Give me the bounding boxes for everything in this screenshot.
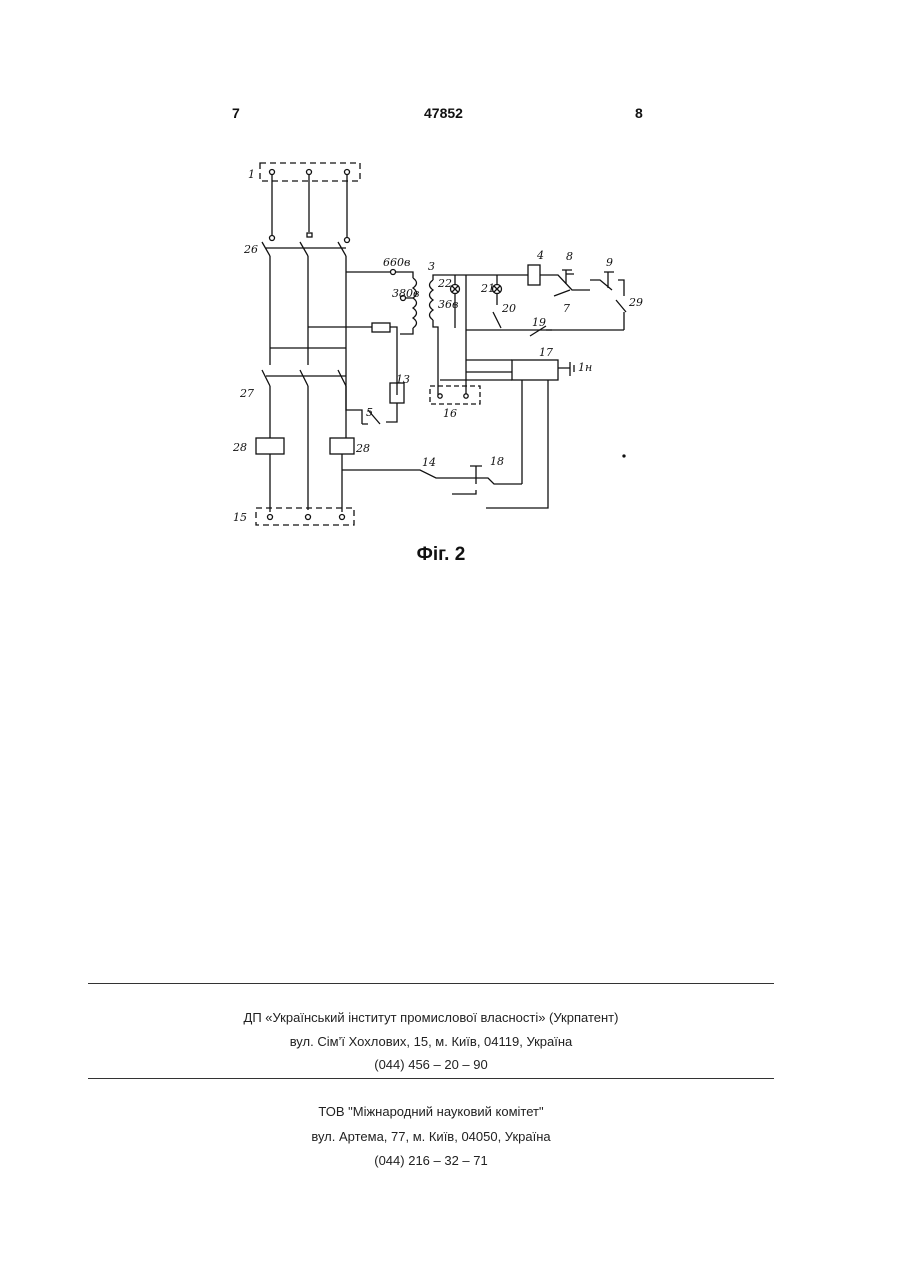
label-8: 8 (566, 250, 573, 263)
label-29: 29 (628, 296, 643, 309)
terminal (464, 394, 468, 398)
label-22: 22 (437, 277, 452, 290)
terminal (270, 170, 275, 175)
divider (88, 1078, 774, 1079)
label-26: 26 (243, 243, 258, 256)
wire (540, 275, 590, 290)
label-5: 5 (366, 406, 373, 419)
label-380v: 380в (392, 287, 419, 300)
fuse (372, 323, 390, 332)
label-20: 20 (501, 302, 516, 315)
circuit-schematic: 1 26 3 660в 380в 22 36в 21 20 4 8 7 9 29… (220, 155, 660, 535)
coil-28-left (256, 438, 284, 454)
relay-block-17 (512, 360, 558, 380)
label-21: 21 (480, 282, 495, 295)
breaker-27 (262, 370, 346, 386)
stray-dot (623, 455, 625, 457)
wire (433, 275, 466, 395)
footer-org1-phone: (044) 456 – 20 – 90 (0, 1057, 862, 1072)
terminal (307, 170, 312, 175)
pushbutton-18 (470, 466, 522, 484)
label-16: 16 (443, 407, 457, 420)
footer-org2-name: ТОВ "Міжнародний науковий комітет" (0, 1104, 862, 1119)
label-1n: 1н (578, 361, 592, 374)
footer-org1-name: ДП «Український інститут промислової вла… (0, 1010, 862, 1025)
label-17: 17 (539, 346, 553, 359)
label-13: 13 (396, 373, 410, 386)
label-4: 4 (536, 249, 544, 262)
wire (395, 272, 413, 334)
figure-caption: Фіг. 2 (0, 544, 882, 566)
label-28-left: 28 (232, 441, 247, 454)
pushbutton-9 (590, 272, 614, 290)
label-15: 15 (233, 511, 247, 524)
label-7: 7 (563, 302, 570, 315)
terminal (268, 515, 273, 520)
page-number-right: 8 (635, 105, 643, 121)
terminal (307, 233, 312, 237)
label-9: 9 (606, 256, 613, 269)
wire (270, 386, 346, 510)
breaker-26 (262, 242, 346, 256)
wire (452, 380, 548, 508)
patent-number: 47852 (424, 105, 463, 121)
terminal (345, 170, 350, 175)
relay-4 (528, 265, 540, 285)
transformer-secondary (430, 280, 434, 320)
page-number-left: 7 (232, 105, 240, 121)
label-660v: 660в (383, 256, 410, 269)
terminal (391, 270, 396, 275)
transformer-primary (413, 278, 417, 328)
terminal (306, 515, 311, 520)
contact-7 (554, 290, 570, 296)
terminal (438, 394, 442, 398)
label-19: 19 (532, 316, 546, 329)
wire (440, 360, 512, 380)
footer-org2-phone: (044) 216 – 32 – 71 (0, 1153, 862, 1168)
wire (616, 280, 626, 330)
terminal (270, 236, 275, 241)
wire (342, 470, 470, 478)
label-28-right: 28 (355, 442, 370, 455)
label-14: 14 (422, 456, 436, 469)
wire (270, 454, 342, 512)
label-1: 1 (248, 168, 255, 181)
wire (272, 175, 347, 237)
divider (88, 983, 774, 984)
terminal (340, 515, 345, 520)
coil-28-right (330, 438, 354, 454)
wire (558, 362, 574, 376)
footer-org2-address: вул. Артема, 77, м. Київ, 04050, Україна (0, 1129, 862, 1144)
terminal (345, 238, 350, 243)
label-18: 18 (490, 455, 504, 468)
label-27: 27 (239, 387, 254, 400)
footer-org1-address: вул. Сім’ї Хохлових, 15, м. Київ, 04119,… (0, 1034, 862, 1049)
label-3: 3 (428, 260, 435, 273)
label-36v: 36в (438, 298, 458, 311)
